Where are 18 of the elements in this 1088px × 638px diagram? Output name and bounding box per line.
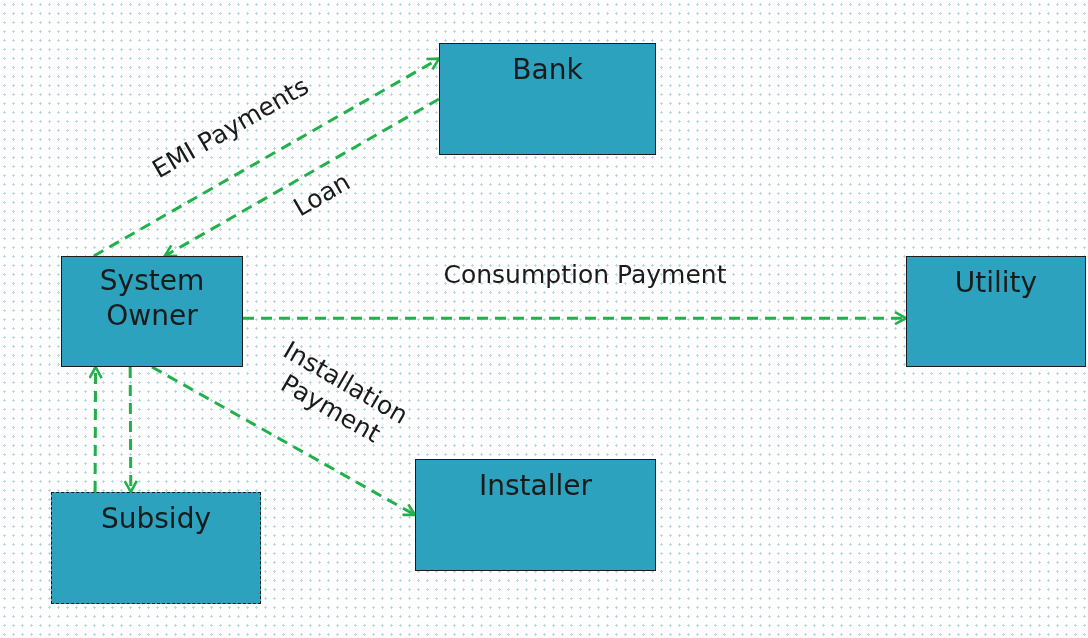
node-label: Installer — [479, 468, 592, 503]
system-owner-box — [61, 256, 243, 367]
utility-box — [906, 256, 1086, 367]
edge-label: Loan — [288, 167, 356, 223]
dashed-arrow — [93, 57, 441, 258]
dashed-arrow — [88, 365, 103, 492]
dashed-arrow — [151, 365, 417, 517]
installer-box — [415, 459, 656, 571]
node-label: Utility — [954, 265, 1038, 300]
dashed-arrow — [123, 367, 139, 494]
subsidy-box — [51, 492, 261, 604]
dashed-arrow — [243, 310, 908, 326]
dashed-arrow — [163, 97, 440, 258]
bank-box — [439, 43, 656, 155]
node-label: Bank — [512, 52, 583, 87]
node-label: Subsidy — [101, 501, 211, 536]
node-label: System Owner — [98, 263, 206, 333]
edge-label: Consumption Payment — [443, 260, 727, 290]
